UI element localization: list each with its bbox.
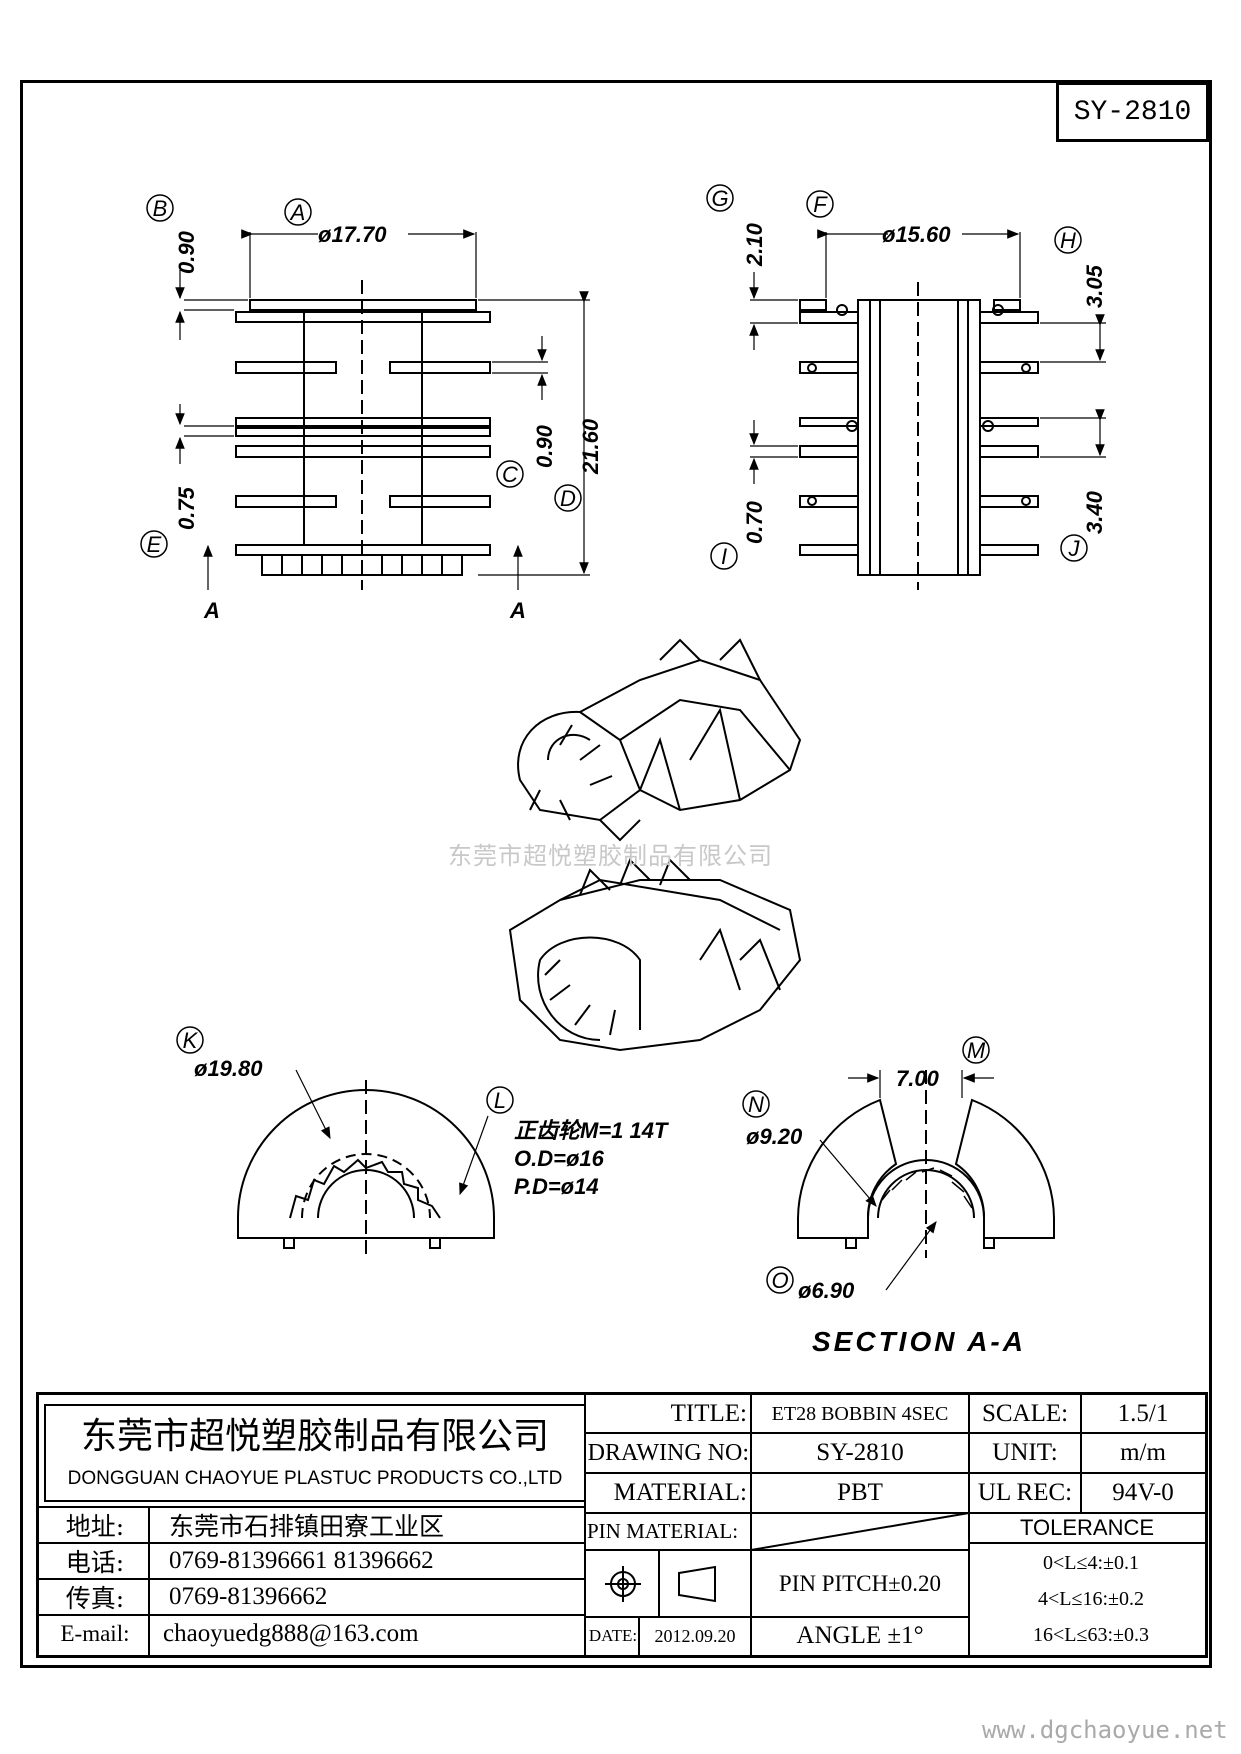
dim-a: ø17.70 xyxy=(318,222,387,247)
dim-g: 2.10 xyxy=(742,222,767,267)
tolerance-row-1: 0<L≤4:±0.1 xyxy=(1042,1551,1139,1574)
phone-label: 电话: xyxy=(65,1548,125,1577)
tolerance-row-2: 4<L≤16:±0.2 xyxy=(1037,1587,1144,1610)
gear-end-view xyxy=(237,1069,495,1258)
drawing-no-value: SY-2810 xyxy=(816,1439,904,1466)
ul-rec-label: UL REC: xyxy=(977,1479,1073,1506)
material-value: PBT xyxy=(837,1479,883,1506)
date-label: DATE: xyxy=(588,1626,638,1645)
isometric-view xyxy=(508,638,802,1052)
angle-tolerance: ANGLE ±1° xyxy=(796,1622,924,1649)
dim-n: ø9.20 xyxy=(746,1124,803,1149)
dim-m: 7.00 xyxy=(896,1066,940,1091)
pin-material-label: PIN MATERIAL: xyxy=(587,1519,739,1543)
tolerance-label: TOLERANCE xyxy=(1019,1515,1155,1540)
drawing-frame xyxy=(20,80,1212,1668)
callout-a: A xyxy=(289,200,306,225)
section-title: SECTION A-A xyxy=(812,1326,1026,1357)
pin-pitch: PIN PITCH±0.20 xyxy=(778,1570,942,1596)
gear-note-line2: O.D=ø16 xyxy=(514,1146,605,1171)
ul-rec-value: 94V-0 xyxy=(1112,1479,1174,1506)
gear-note-line1: 正齿轮M=1 14T xyxy=(514,1118,669,1143)
dim-c: 0.90 xyxy=(532,424,557,468)
section-mark-right: A xyxy=(509,598,526,623)
dim-i: 0.70 xyxy=(742,500,767,544)
callout-letters: A B C D E F G H I J K L M N O xyxy=(147,186,1081,1293)
drawing-number-box: SY-2810 xyxy=(1056,82,1209,142)
section-mark-left: A xyxy=(203,598,220,623)
title-block-grid xyxy=(39,1395,1205,1655)
dim-e: 0.75 xyxy=(174,486,199,530)
email-value: chaoyuedg888@163.com xyxy=(163,1620,419,1647)
watermark: 东莞市超悦塑胶制品有限公司 xyxy=(448,842,773,870)
title-label: TITLE: xyxy=(670,1400,747,1427)
date-value: 2012.09.20 xyxy=(654,1625,736,1646)
phone-value: 0769-81396661 81396662 xyxy=(169,1547,434,1574)
drawing-no-label: DRAWING NO: xyxy=(587,1439,749,1466)
dimension-labels: ø17.70 0.90 0.90 21.60 0.75 ø15.60 2.10 … xyxy=(174,222,1107,1303)
scale-label: SCALE: xyxy=(981,1400,1069,1427)
callout-i: I xyxy=(721,544,727,569)
title-block: 东莞市超悦塑胶制品有限公司 DONGGUAN CHAOYUE PLASTUC P… xyxy=(36,1392,1208,1658)
dim-k: ø19.80 xyxy=(194,1056,263,1081)
company-name-en: DONGGUAN CHAOYUE PLASTUC PRODUCTS CO.,LT… xyxy=(67,1468,563,1489)
dim-o: ø6.90 xyxy=(798,1278,855,1303)
unit-label: UNIT: xyxy=(992,1439,1058,1466)
front-view xyxy=(175,229,590,590)
callout-e: E xyxy=(147,532,162,557)
material-label: MATERIAL: xyxy=(613,1479,747,1506)
website: www.dgchaoyue.net xyxy=(982,1716,1228,1744)
dim-d: 21.60 xyxy=(578,418,603,475)
callout-b: B xyxy=(153,196,168,221)
dim-f: ø15.60 xyxy=(882,222,951,247)
callout-k: K xyxy=(183,1028,199,1053)
callout-m: M xyxy=(967,1038,986,1063)
scale-value: 1.5/1 xyxy=(1117,1400,1169,1427)
dim-h: 3.05 xyxy=(1082,264,1107,308)
callout-d: D xyxy=(560,486,576,511)
section-a-a-view xyxy=(797,1070,1055,1291)
callout-f: F xyxy=(813,192,828,217)
address-value: 东莞市石排镇田寮工业区 xyxy=(169,1512,445,1541)
callout-n: N xyxy=(748,1092,764,1117)
side-view xyxy=(749,229,1106,590)
email-label: E-mail: xyxy=(60,1621,130,1646)
callout-o: O xyxy=(771,1268,788,1293)
callout-j: J xyxy=(1068,536,1081,561)
title-value: ET28 BOBBIN 4SEC xyxy=(771,1402,949,1425)
fax-label: 传真: xyxy=(65,1584,125,1613)
dim-b: 0.90 xyxy=(174,230,199,274)
tolerance-row-3: 16<L≤63:±0.3 xyxy=(1032,1623,1149,1646)
gear-note-line3: P.D=ø14 xyxy=(514,1174,599,1199)
gear-note: 正齿轮M=1 14T O.D=ø16 P.D=ø14 xyxy=(514,1118,669,1199)
company-name-cn: 东莞市超悦塑胶制品有限公司 xyxy=(80,1416,549,1457)
callout-l: L xyxy=(494,1088,506,1113)
callout-circles xyxy=(140,184,1088,1294)
unit-value: m/m xyxy=(1120,1439,1166,1466)
dim-j: 3.40 xyxy=(1082,490,1107,534)
address-label: 地址: xyxy=(65,1512,125,1541)
callout-g: G xyxy=(711,186,728,211)
callout-h: H xyxy=(1060,228,1076,253)
callout-c: C xyxy=(502,462,518,487)
fax-value: 0769-81396662 xyxy=(169,1583,328,1610)
